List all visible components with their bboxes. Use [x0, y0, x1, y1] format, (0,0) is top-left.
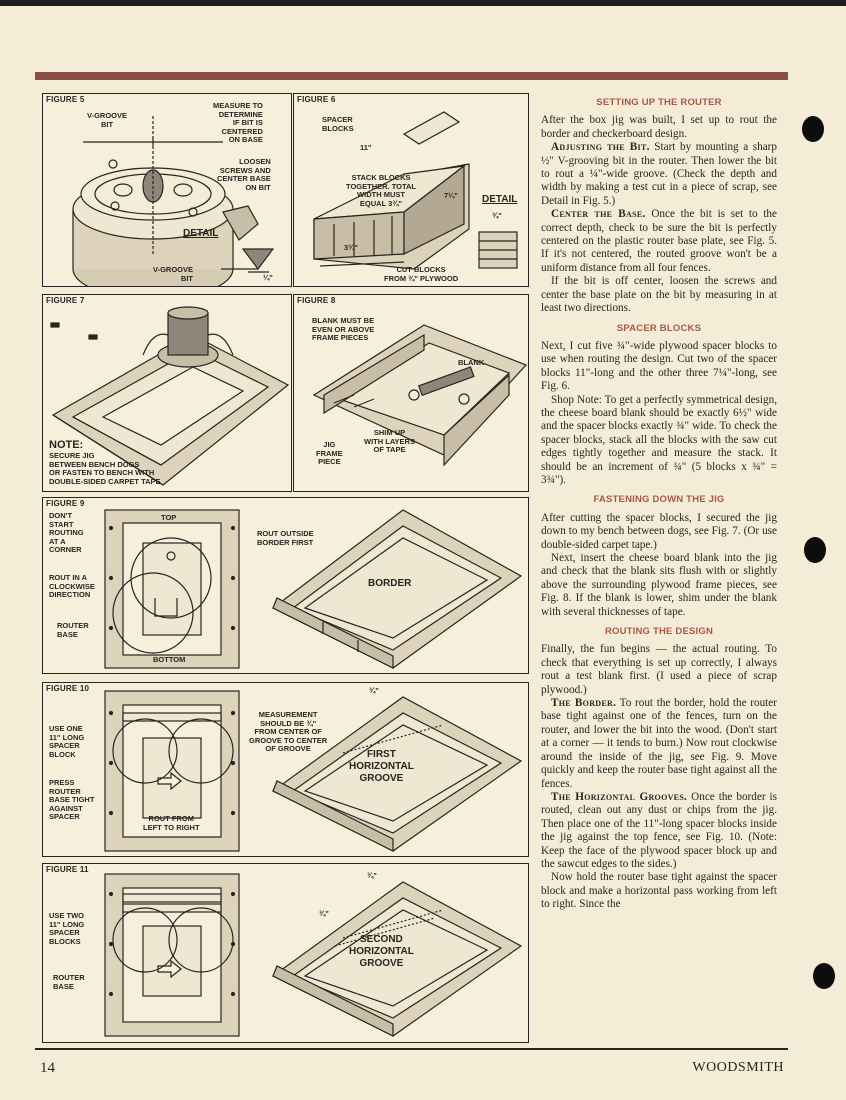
figure-6-label: FIGURE 6: [297, 95, 336, 104]
fig8-blank-must-callout: BLANK MUST BE EVEN OR ABOVE FRAME PIECES: [312, 316, 375, 342]
fig6-spacer-blocks-callout: SPACER BLOCKS: [322, 115, 354, 133]
router-base-illustration: [72, 116, 275, 286]
figure-11-label: FIGURE 11: [46, 865, 89, 874]
figure-6: FIGURE 6 SPACER BLOCKS 11" STACK BLOCKS …: [293, 93, 529, 287]
paragraph-4: If the bit is off center, loosen the scr…: [541, 275, 777, 315]
fig7-note-text: SECURE JIG BETWEEN BENCH DOGS OR FASTEN …: [49, 451, 161, 486]
heading-spacer-blocks: SPACER BLOCKS: [616, 322, 702, 334]
lead-center-base: Center the Base.: [551, 208, 646, 221]
paragraph-10: The Border. To rout the border, hold the…: [541, 697, 777, 791]
figure-11: FIGURE 11 USE TWO 11" LONG SPACER BLOCKS…: [42, 863, 529, 1043]
figure-10-label: FIGURE 10: [46, 684, 90, 693]
fig10-rout-from-callout: ROUT FROM LEFT TO RIGHT: [143, 814, 200, 832]
fig9-bottom-callout: BOTTOM: [153, 655, 186, 664]
fig9-rout-outside-callout: ROUT OUTSIDE BORDER FIRST: [257, 529, 314, 547]
figure-7-label: FIGURE 7: [46, 296, 85, 305]
lead-adjusting-bit: Adjusting the Bit.: [551, 141, 650, 154]
fig11-use-two-callout: USE TWO 11" LONG SPACER BLOCKS: [49, 911, 85, 946]
fig10-first-groove-callout: FIRST HORIZONTAL GROOVE: [349, 749, 414, 784]
lead-horizontal-grooves: The Horizontal Grooves.: [551, 790, 688, 803]
paragraph-3: Center the Base. Once the bit is set to …: [541, 208, 777, 275]
figure-10: FIGURE 10 USE ONE 11" LONG SPACER BLOCK …: [42, 682, 529, 857]
fig5-vgroove-bit-callout: V-GROOVE BIT: [153, 265, 194, 283]
fig8-jig-callout: JIG FRAME PIECE: [316, 440, 343, 466]
heading-fastening: FASTENING DOWN THE JIG: [593, 494, 725, 506]
paragraph-11-text: Once the border is routed, clean out any…: [541, 790, 777, 870]
fig9-dont-callout: DON'T START ROUTING AT A CORNER: [49, 511, 84, 554]
figure-7: FIGURE 7 NOTE: SECURE JIG BETWEEN BENCH …: [42, 294, 292, 492]
fig11-second-groove-callout: SECOND HORIZONTAL GROOVE: [349, 934, 414, 969]
fig10-press-callout: PRESS ROUTER BASE TIGHT AGAINST SPACER: [49, 778, 95, 821]
fig10-three-quarter-dim: ¾": [369, 686, 379, 695]
figure-5: FIGURE 5 V-GROOVE BIT MEASURE TO DETERMI…: [42, 93, 292, 287]
paragraph-5: Next, I cut five ¾"-wide plywood spacer …: [541, 339, 777, 393]
figure-9: FIGURE 9 DON'T START ROUTING AT A CORNER…: [42, 497, 529, 674]
binder-hole-bottom: [813, 963, 835, 989]
fig9-top-callout: TOP: [161, 513, 177, 522]
paragraph-9: Finally, the fun begins — the actual rou…: [541, 643, 777, 696]
paragraph-12: Now hold the router base tight against t…: [541, 871, 777, 911]
fig6-seven-dim: 7¼": [444, 191, 458, 200]
binder-hole-middle: [804, 537, 826, 563]
paragraph-6: Shop Note: To get a perfectly symmetrica…: [541, 393, 777, 486]
header-rule: [35, 72, 788, 80]
heading-setting-up: SETTING UP THE ROUTER: [596, 97, 722, 108]
fig6-eleven-dim: 11": [360, 143, 372, 152]
border-routing-illustration: [104, 509, 523, 669]
second-groove-illustration: [104, 873, 523, 1037]
top-edge-bar: [0, 0, 846, 6]
first-groove-illustration: [104, 690, 523, 852]
fig9-rout-in-callout: ROUT IN A CLOCKWISE DIRECTION: [49, 573, 95, 599]
paragraph-2-text: Start by mounting a sharp ½" V-grooving …: [541, 141, 777, 207]
fig8-blank-callout: BLANK: [458, 358, 485, 367]
figure-8-label: FIGURE 8: [297, 296, 336, 305]
jig-on-bench-illustration: [50, 306, 290, 486]
fig5-loosen-callout: LOOSEN SCREWS AND CENTER BASE ON BIT: [217, 157, 271, 192]
footer-rule: [35, 1048, 788, 1050]
fig8-shim-callout: SHIM UP WITH LAYERS OF TAPE: [364, 428, 415, 454]
fig11-three-quarter-b-dim: ¾": [319, 909, 329, 918]
fig6-three-dim: 3¾": [344, 243, 358, 252]
article-column: SETTING UP THE ROUTER After the box jig …: [541, 96, 777, 912]
binder-hole-top: [802, 116, 824, 142]
fig5-measure-callout: MEASURE TO DETERMINE IF BIT IS CENTERED …: [213, 101, 263, 144]
fig5-detail-tag: DETAIL: [183, 228, 219, 239]
fig9-border-callout: BORDER: [368, 578, 412, 589]
fig5-vgroove-callout: V-GROOVE BIT: [87, 111, 128, 129]
paragraph-1: After the box jig was built, I set up to…: [541, 114, 777, 140]
lead-the-border: The Border.: [551, 697, 617, 710]
fig10-measurement-callout: MEASUREMENT SHOULD BE ¾" FROM CENTER OF …: [249, 710, 328, 753]
figure-8: FIGURE 8 BLANK MUST BE EVEN OR ABOVE FRA…: [293, 294, 529, 492]
fig10-use-one-callout: USE ONE 11" LONG SPACER BLOCK: [49, 724, 85, 759]
paragraph-2: Adjusting the Bit. Start by mounting a s…: [541, 141, 777, 208]
fig9-router-base-callout: ROUTER BASE: [57, 621, 89, 639]
fig11-three-quarter-a-dim: ¾": [367, 871, 377, 880]
paragraph-10-text: To rout the border, hold the router base…: [541, 697, 777, 790]
magazine-name: WOODSMITH: [692, 1060, 784, 1075]
fig11-router-base-callout: ROUTER BASE: [53, 973, 85, 991]
page-number: 14: [40, 1060, 55, 1076]
fig5-quarter-dim: ¼": [263, 273, 273, 282]
paragraph-11: The Horizontal Grooves. Once the border …: [541, 791, 777, 871]
fig6-cut-callout: CUT BLOCKS FROM ¾" PLYWOOD: [384, 265, 459, 283]
paragraph-3-text: Once the bit is set to the correct depth…: [541, 208, 777, 274]
heading-routing: ROUTING THE DESIGN: [604, 626, 714, 638]
figure-5-label: FIGURE 5: [46, 95, 85, 104]
blank-in-jig-illustration: [312, 324, 528, 467]
figure-9-label: FIGURE 9: [46, 499, 85, 508]
paragraph-8: Next, insert the cheese board blank into…: [541, 552, 777, 618]
fig6-three-quarter-dim: ¾": [492, 211, 502, 220]
paragraph-7: After cutting the spacer blocks, I secur…: [541, 511, 777, 551]
fig6-stack-callout: STACK BLOCKS TOGETHER. TOTAL WIDTH MUST …: [346, 173, 417, 208]
spacer-blocks-illustration: [313, 111, 518, 270]
fig7-note-title: NOTE:: [49, 439, 84, 451]
fig6-detail-tag: DETAIL: [482, 194, 518, 205]
